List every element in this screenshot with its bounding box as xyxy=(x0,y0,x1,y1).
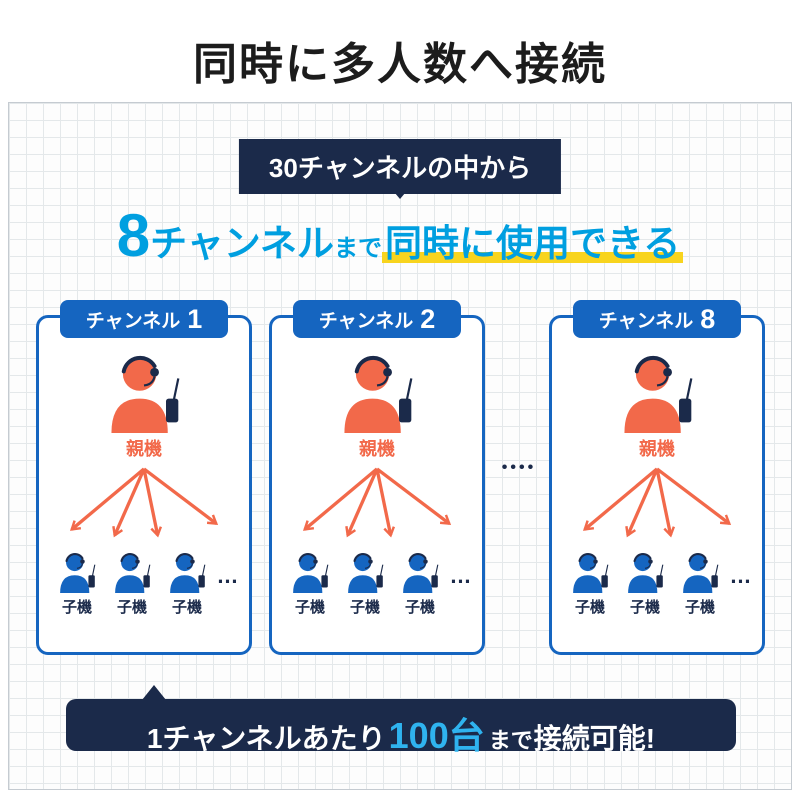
ellipsis: … xyxy=(729,563,752,588)
channel-label: チャンネル xyxy=(598,310,694,332)
child-person-icon xyxy=(109,551,155,593)
child-label: 子機 xyxy=(574,599,605,616)
child-unit: 子機 xyxy=(563,551,618,617)
child-unit: 子機 xyxy=(673,551,728,617)
channel-card-2: チャンネル 2 親機 子機 子機 xyxy=(269,300,485,655)
child-label: 子機 xyxy=(116,599,147,616)
child-unit: 子機 xyxy=(283,551,338,617)
child-unit: 子機 xyxy=(618,551,673,617)
child-person-icon xyxy=(342,551,388,593)
child-person-icon xyxy=(164,551,210,593)
child-person-icon xyxy=(677,551,723,593)
fanout-arrows xyxy=(302,467,452,538)
headline-number: 8 xyxy=(116,202,151,269)
ellipsis: … xyxy=(216,563,239,588)
grid-background: 30チャンネルの中から 8チャンネルまで同時に使用できる チャンネル 1 親機 … xyxy=(8,102,792,790)
child-unit: 子機 xyxy=(393,551,448,617)
parent-label: 親機 xyxy=(126,439,162,459)
child-label: 子機 xyxy=(349,599,380,616)
fanout-arrows xyxy=(69,467,219,538)
child-label: 子機 xyxy=(684,599,715,616)
channel-number: 2 xyxy=(420,303,436,334)
banner-upto: まで xyxy=(488,728,533,753)
children-row: 子機 子機 子機 … xyxy=(283,551,472,617)
parent-label: 親機 xyxy=(359,439,395,459)
headline: 8チャンネルまで同時に使用できる xyxy=(9,201,791,270)
child-label: 子機 xyxy=(404,599,435,616)
channel-card-header: チャンネル 8 xyxy=(573,300,741,338)
headline-highlighted: 同時に使用できる xyxy=(382,223,684,268)
channel-card-1: チャンネル 1 親機 子機 子機 xyxy=(36,300,252,655)
headline-unit: チャンネル xyxy=(150,223,334,264)
channel-label: チャンネル xyxy=(85,310,181,332)
channel-number: 8 xyxy=(700,303,716,334)
fanout-arrows xyxy=(582,467,732,538)
channel-number: 1 xyxy=(187,303,203,334)
parent-label: 親機 xyxy=(639,439,675,459)
parent-person-icon xyxy=(613,352,701,433)
child-person-icon xyxy=(622,551,668,593)
banner-number: 100台 xyxy=(388,715,485,756)
child-person-icon xyxy=(567,551,613,593)
cards-ellipsis: •••• xyxy=(501,459,537,476)
child-unit: 子機 xyxy=(50,551,105,617)
banner-prefix: 1チャンネルあたり xyxy=(146,723,386,754)
child-unit: 子機 xyxy=(105,551,160,617)
child-person-icon xyxy=(397,551,443,593)
channel-count-badge: 30チャンネルの中から xyxy=(238,139,562,194)
banner-suffix: 接続可能! xyxy=(533,723,656,754)
child-person-icon xyxy=(287,551,333,593)
child-label: 子機 xyxy=(294,599,325,616)
child-person-icon xyxy=(54,551,100,593)
ellipsis: … xyxy=(449,563,472,588)
pointer-up-icon xyxy=(142,685,166,700)
child-label: 子機 xyxy=(171,599,202,616)
children-row: 子機 子機 子機 … xyxy=(50,551,239,617)
child-unit: 子機 xyxy=(338,551,393,617)
channel-card-header: チャンネル 2 xyxy=(293,300,461,338)
headline-upto: まで xyxy=(334,235,382,262)
pointer-down-icon xyxy=(389,186,411,199)
children-row: 子機 子機 子機 … xyxy=(563,551,752,617)
child-label: 子機 xyxy=(61,599,92,616)
channel-label: チャンネル xyxy=(318,310,414,332)
child-unit: 子機 xyxy=(160,551,215,617)
parent-person-icon xyxy=(100,352,188,433)
parent-person-icon xyxy=(333,352,421,433)
channel-card-8: チャンネル 8 親機 子機 子機 xyxy=(549,300,765,655)
channel-card-header: チャンネル 1 xyxy=(60,300,228,338)
child-label: 子機 xyxy=(629,599,660,616)
page-title: 同時に多人数へ接続 xyxy=(193,40,607,89)
